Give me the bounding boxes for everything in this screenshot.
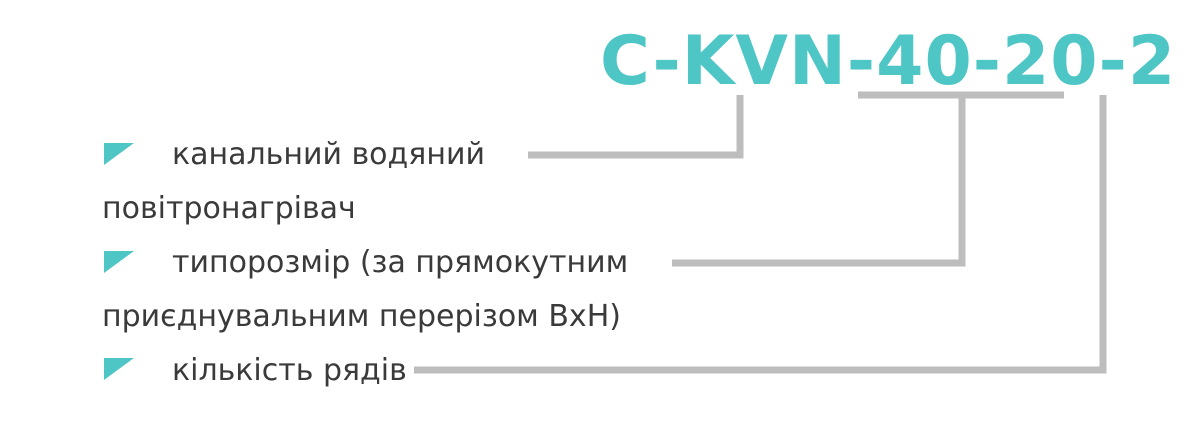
teal-corner-triangle-icon	[104, 143, 134, 165]
legend-item-type-line2: повітронагрівач	[102, 191, 356, 226]
legend-item-rows-line1: кількість рядів	[172, 353, 407, 388]
legend-item-type-line1: канальний водяний	[172, 137, 485, 172]
leader-line-rows	[414, 95, 1107, 374]
legend-item-size-line2: приєднувальним перерізом ВxН)	[102, 299, 621, 334]
product-code: C-KVN-40-20-2	[600, 22, 1177, 101]
legend-item-size-line1: типорозмір (за прямокутним	[172, 245, 629, 280]
teal-corner-triangle-icon	[104, 251, 134, 273]
teal-corner-triangle-icon	[104, 358, 134, 380]
leader-line-size	[672, 95, 966, 267]
leader-line-type	[528, 95, 744, 159]
